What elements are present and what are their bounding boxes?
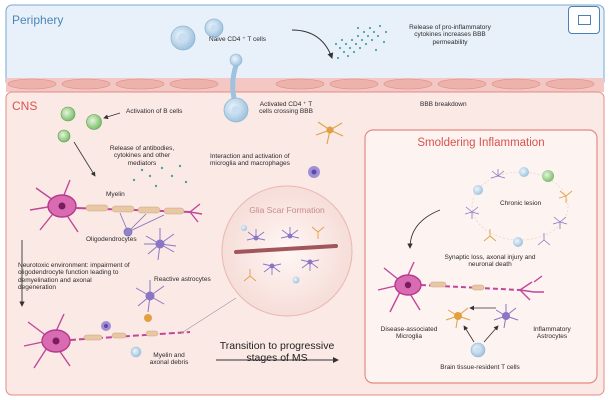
t-cell-crossing: [223, 53, 249, 123]
glia-scar-interior: [234, 225, 338, 284]
endothelial-layer: [6, 78, 604, 92]
label-cytokine-release: Release of pro-inflammatory cytokines in…: [409, 24, 491, 46]
arrow-b-activation: [103, 112, 121, 120]
label-oligodendrocytes: Oligodendrocytes: [86, 236, 137, 243]
expand-icon: [578, 15, 591, 25]
reactive-astrocyte-lower: [135, 280, 165, 313]
label-bbb-breakdown: BBB breakdown: [420, 101, 467, 108]
periphery-panel: [5, 4, 605, 88]
arrow-lesion-to-neuron: [407, 209, 441, 249]
smoldering-title: Smoldering Inflammation: [417, 137, 545, 149]
label-reactive-astrocytes: Reactive astrocytes: [154, 276, 211, 283]
label-chronic-lesion: Chronic lesion: [500, 200, 542, 207]
label-glia-scar: Glia Scar Formation: [249, 205, 325, 215]
chronic-lesion-ring: [464, 167, 573, 247]
label-synaptic-loss: Synaptic loss, axonal injury and neurona…: [444, 254, 536, 269]
zoom-line: [179, 297, 237, 335]
arrow-b-to-neuron: [73, 141, 96, 177]
myelin-lower: [83, 330, 159, 341]
label-naive-t-cells: Naive CD4 ⁺ T cells: [209, 36, 267, 43]
naive-t-cells: [170, 18, 224, 51]
periphery-title: Periphery: [12, 13, 64, 27]
label-release-antibodies: Release of antibodies, cytokines and oth…: [109, 145, 175, 167]
disease-microglia-cell: [445, 307, 471, 329]
reactive-astrocyte: [144, 228, 177, 261]
myelin-smoldering: [429, 281, 485, 291]
cns-title: CNS: [12, 99, 38, 113]
arrow-naive-to-cytokines: [291, 29, 334, 59]
oligodendrocyte: [119, 212, 165, 237]
label-myelin: Myelin: [106, 191, 125, 198]
label-interaction-microglia: Interaction and activation of microglia …: [210, 153, 290, 168]
label-activation-b: Activation of B cells: [126, 108, 183, 115]
myelin-upper: [85, 204, 185, 215]
label-activated-cd4: Activated CD4 ⁺ T cells crossing BBB: [259, 101, 313, 116]
label-myelin-debris: Myelin and axonal debris: [149, 352, 189, 367]
resident-t-cell: [470, 342, 486, 358]
label-neurotoxic: Neurotoxic environment: impairment of ol…: [18, 262, 130, 292]
neuron-smoldering: [377, 261, 544, 313]
mediators: [132, 164, 188, 188]
label-disease-microglia: Disease-associated Microglia: [380, 326, 438, 341]
smoldering-box: [364, 129, 598, 384]
cytokine-cloud: [334, 24, 388, 60]
label-inflammatory-astrocytes: Inflammatory Astrocytes: [533, 326, 571, 341]
expand-button[interactable]: [568, 6, 600, 34]
label-resident-t-cells: Brain tissue-resident T cells: [440, 364, 520, 371]
microglia-lower: [101, 314, 152, 358]
astrocyte-top: [315, 121, 344, 145]
glia-scar-circle: [221, 185, 353, 317]
b-cells: [57, 106, 102, 143]
inflammatory-astrocyte-cell: [493, 304, 519, 329]
arrow-t-to-astrocyte: [483, 325, 499, 343]
microglia-top: [308, 166, 320, 178]
label-transition: Transition to progressive stages of MS: [219, 340, 335, 365]
arrow-t-to-microglia: [463, 325, 475, 343]
